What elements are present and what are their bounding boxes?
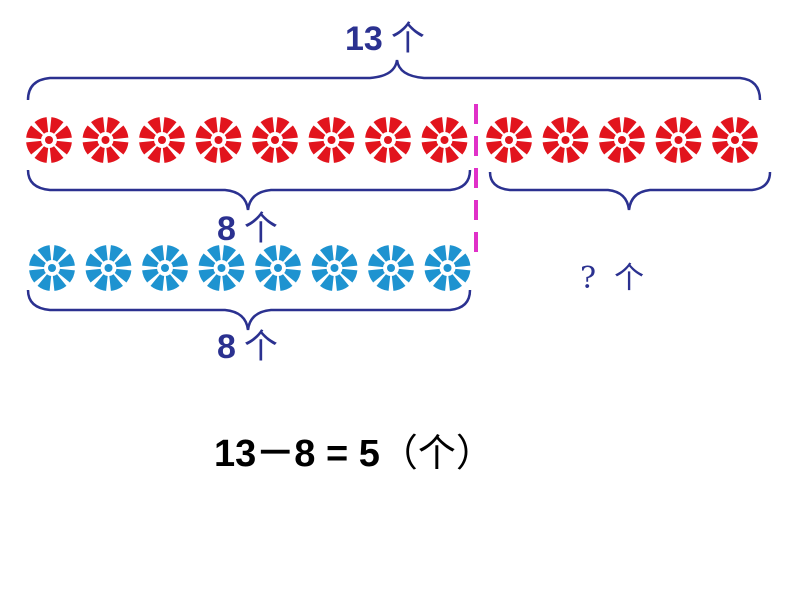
blue-group-brace [26, 289, 472, 331]
blue-flower [198, 245, 245, 291]
blue-flower [311, 245, 358, 291]
total-unit: 个 [390, 19, 425, 59]
question-mark: ? [580, 261, 597, 296]
unknown-count-label: ?个 [580, 264, 662, 294]
red-flower [486, 117, 532, 163]
red-flower [195, 117, 242, 163]
red-flower [655, 117, 702, 163]
red-flower [26, 117, 72, 163]
blue-flower [85, 245, 132, 291]
red-flower [82, 117, 129, 163]
red-flower [421, 117, 468, 163]
total-brace [26, 59, 762, 101]
blue-group-number: 8 [217, 328, 236, 366]
red-group-number: 8 [217, 210, 236, 248]
blue-flower [368, 245, 414, 291]
red-flower [308, 117, 355, 163]
red-flower [712, 117, 758, 163]
blue-flower [255, 245, 301, 291]
unknown-unit: 个 [614, 261, 645, 296]
blue-group-unit: 个 [243, 327, 278, 367]
equation-expression: 13－8 = 5 [214, 433, 380, 475]
red-flower [599, 117, 645, 163]
blue-flower [29, 245, 75, 291]
equation-unit: （个） [379, 431, 494, 475]
blue-flower [142, 245, 188, 291]
blue-flower [424, 245, 471, 291]
red-flower [252, 117, 298, 163]
red-group-brace [26, 169, 472, 211]
red-group-unit: 个 [243, 209, 278, 249]
red-flower [365, 117, 411, 163]
remaining-brace [488, 171, 772, 211]
blue-flower-row [29, 245, 471, 291]
total-number: 13 [345, 20, 383, 58]
red-flower [139, 117, 185, 163]
equation: 13－8 = 5（个） [214, 434, 494, 473]
red-flower-row [26, 117, 758, 163]
red-flower [542, 117, 589, 163]
